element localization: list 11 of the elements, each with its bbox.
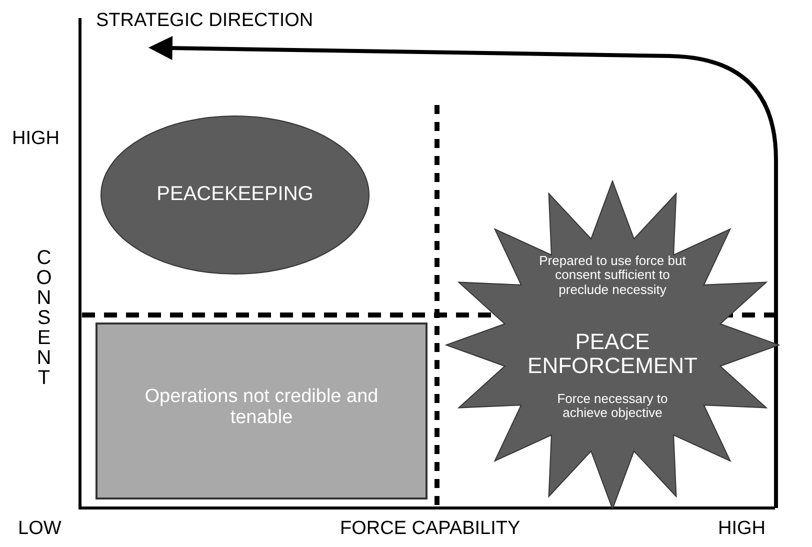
axis-tick-label: HIGH [12,128,60,150]
axis-title: FORCE CAPABILITY [340,518,520,540]
node-title: PEACE ENFORCEMENT [526,330,698,378]
axis-tick-label: HIGH [718,518,766,540]
axis-title: CONSENT [35,248,53,388]
node-text: PEACEKEEPING [156,183,314,205]
axis-tick-label: LOW [18,518,62,540]
node-text: Force necessary to achieve objective [556,392,669,421]
node-text: Operations not credible and tenable [144,387,380,429]
node-text: Prepared to use force but consent sufficient to preclude necessity [538,254,687,297]
axis-title: STRATEGIC DIRECTION [96,10,314,32]
